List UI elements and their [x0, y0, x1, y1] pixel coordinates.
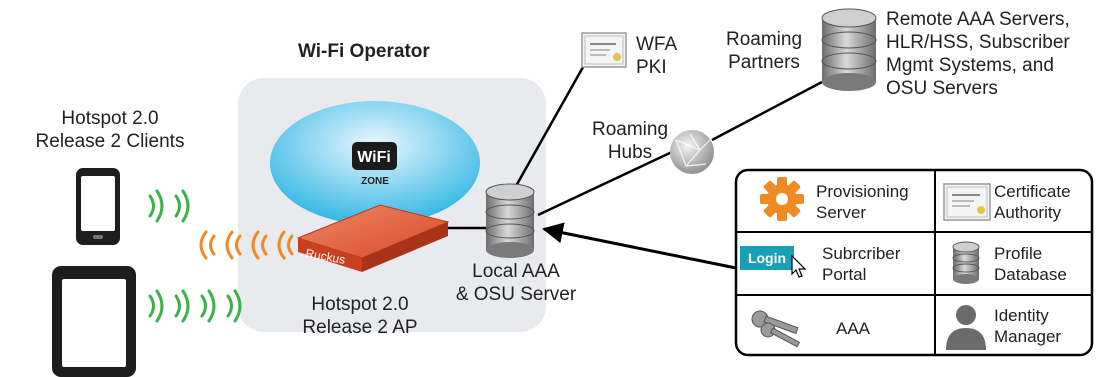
globe-icon	[670, 130, 714, 174]
wfa-label: WFA PKI	[636, 34, 678, 78]
link-aaa-hubs	[537, 150, 673, 217]
tablet-icon	[52, 266, 136, 377]
local-aaa-label: Local AAA & OSU Server	[455, 261, 577, 305]
roaming-partners-label: Roaming Partners	[725, 29, 803, 73]
certificate-authority-label: Certificate Authority	[994, 182, 1071, 222]
connection-lines	[448, 59, 823, 270]
ap-brand-text: Ruckus	[304, 246, 346, 267]
certificate-icon	[581, 32, 627, 68]
ap-signal-icon	[199, 230, 294, 260]
gear-icon	[760, 177, 804, 221]
wifi-zone-logo: WiFi ZONE	[270, 101, 480, 225]
link-aaa-wfa	[514, 59, 589, 187]
client-signal-icon	[148, 189, 242, 323]
keys-icon	[751, 310, 801, 348]
identity-person-icon	[946, 305, 986, 350]
smartphone-icon	[76, 168, 120, 245]
operator-title: Wi-Fi Operator	[298, 41, 430, 62]
arrow-services-to-aaa	[541, 222, 737, 270]
login-button-text: Login	[748, 250, 786, 266]
local-aaa-database-icon	[485, 183, 535, 258]
login-button-icon: Login	[740, 246, 807, 278]
wifi-logo-badge	[352, 142, 397, 170]
roaming-hubs-label: Roaming Hubs	[591, 119, 669, 163]
subscriber-portal-label: Subrcriber Portal	[822, 244, 901, 284]
remote-servers-label: Remote AAA Servers, HLR/HSS, Subscriber …	[886, 9, 1070, 99]
ap-label: Hotspot 2.0 Release 2 AP	[302, 294, 418, 338]
profile-database-icon	[952, 241, 980, 284]
remote-database-icon	[821, 8, 877, 91]
access-point-icon: Ruckus	[296, 204, 450, 272]
provisioning-server-label: Provisioning Server	[816, 182, 909, 222]
aaa-label: AAA	[836, 319, 871, 338]
services-table	[734, 168, 1094, 357]
clients-label: Hotspot 2.0 Release 2 Clients	[35, 108, 185, 152]
wifi-zone-text: ZONE	[361, 176, 389, 187]
wifi-logo-text: WiFi	[357, 149, 391, 166]
link-hubs-partners	[711, 80, 823, 142]
profile-database-label: Profile Database	[994, 244, 1067, 284]
certificate-authority-icon	[943, 183, 991, 221]
identity-manager-label: Identity Manager	[994, 306, 1062, 346]
